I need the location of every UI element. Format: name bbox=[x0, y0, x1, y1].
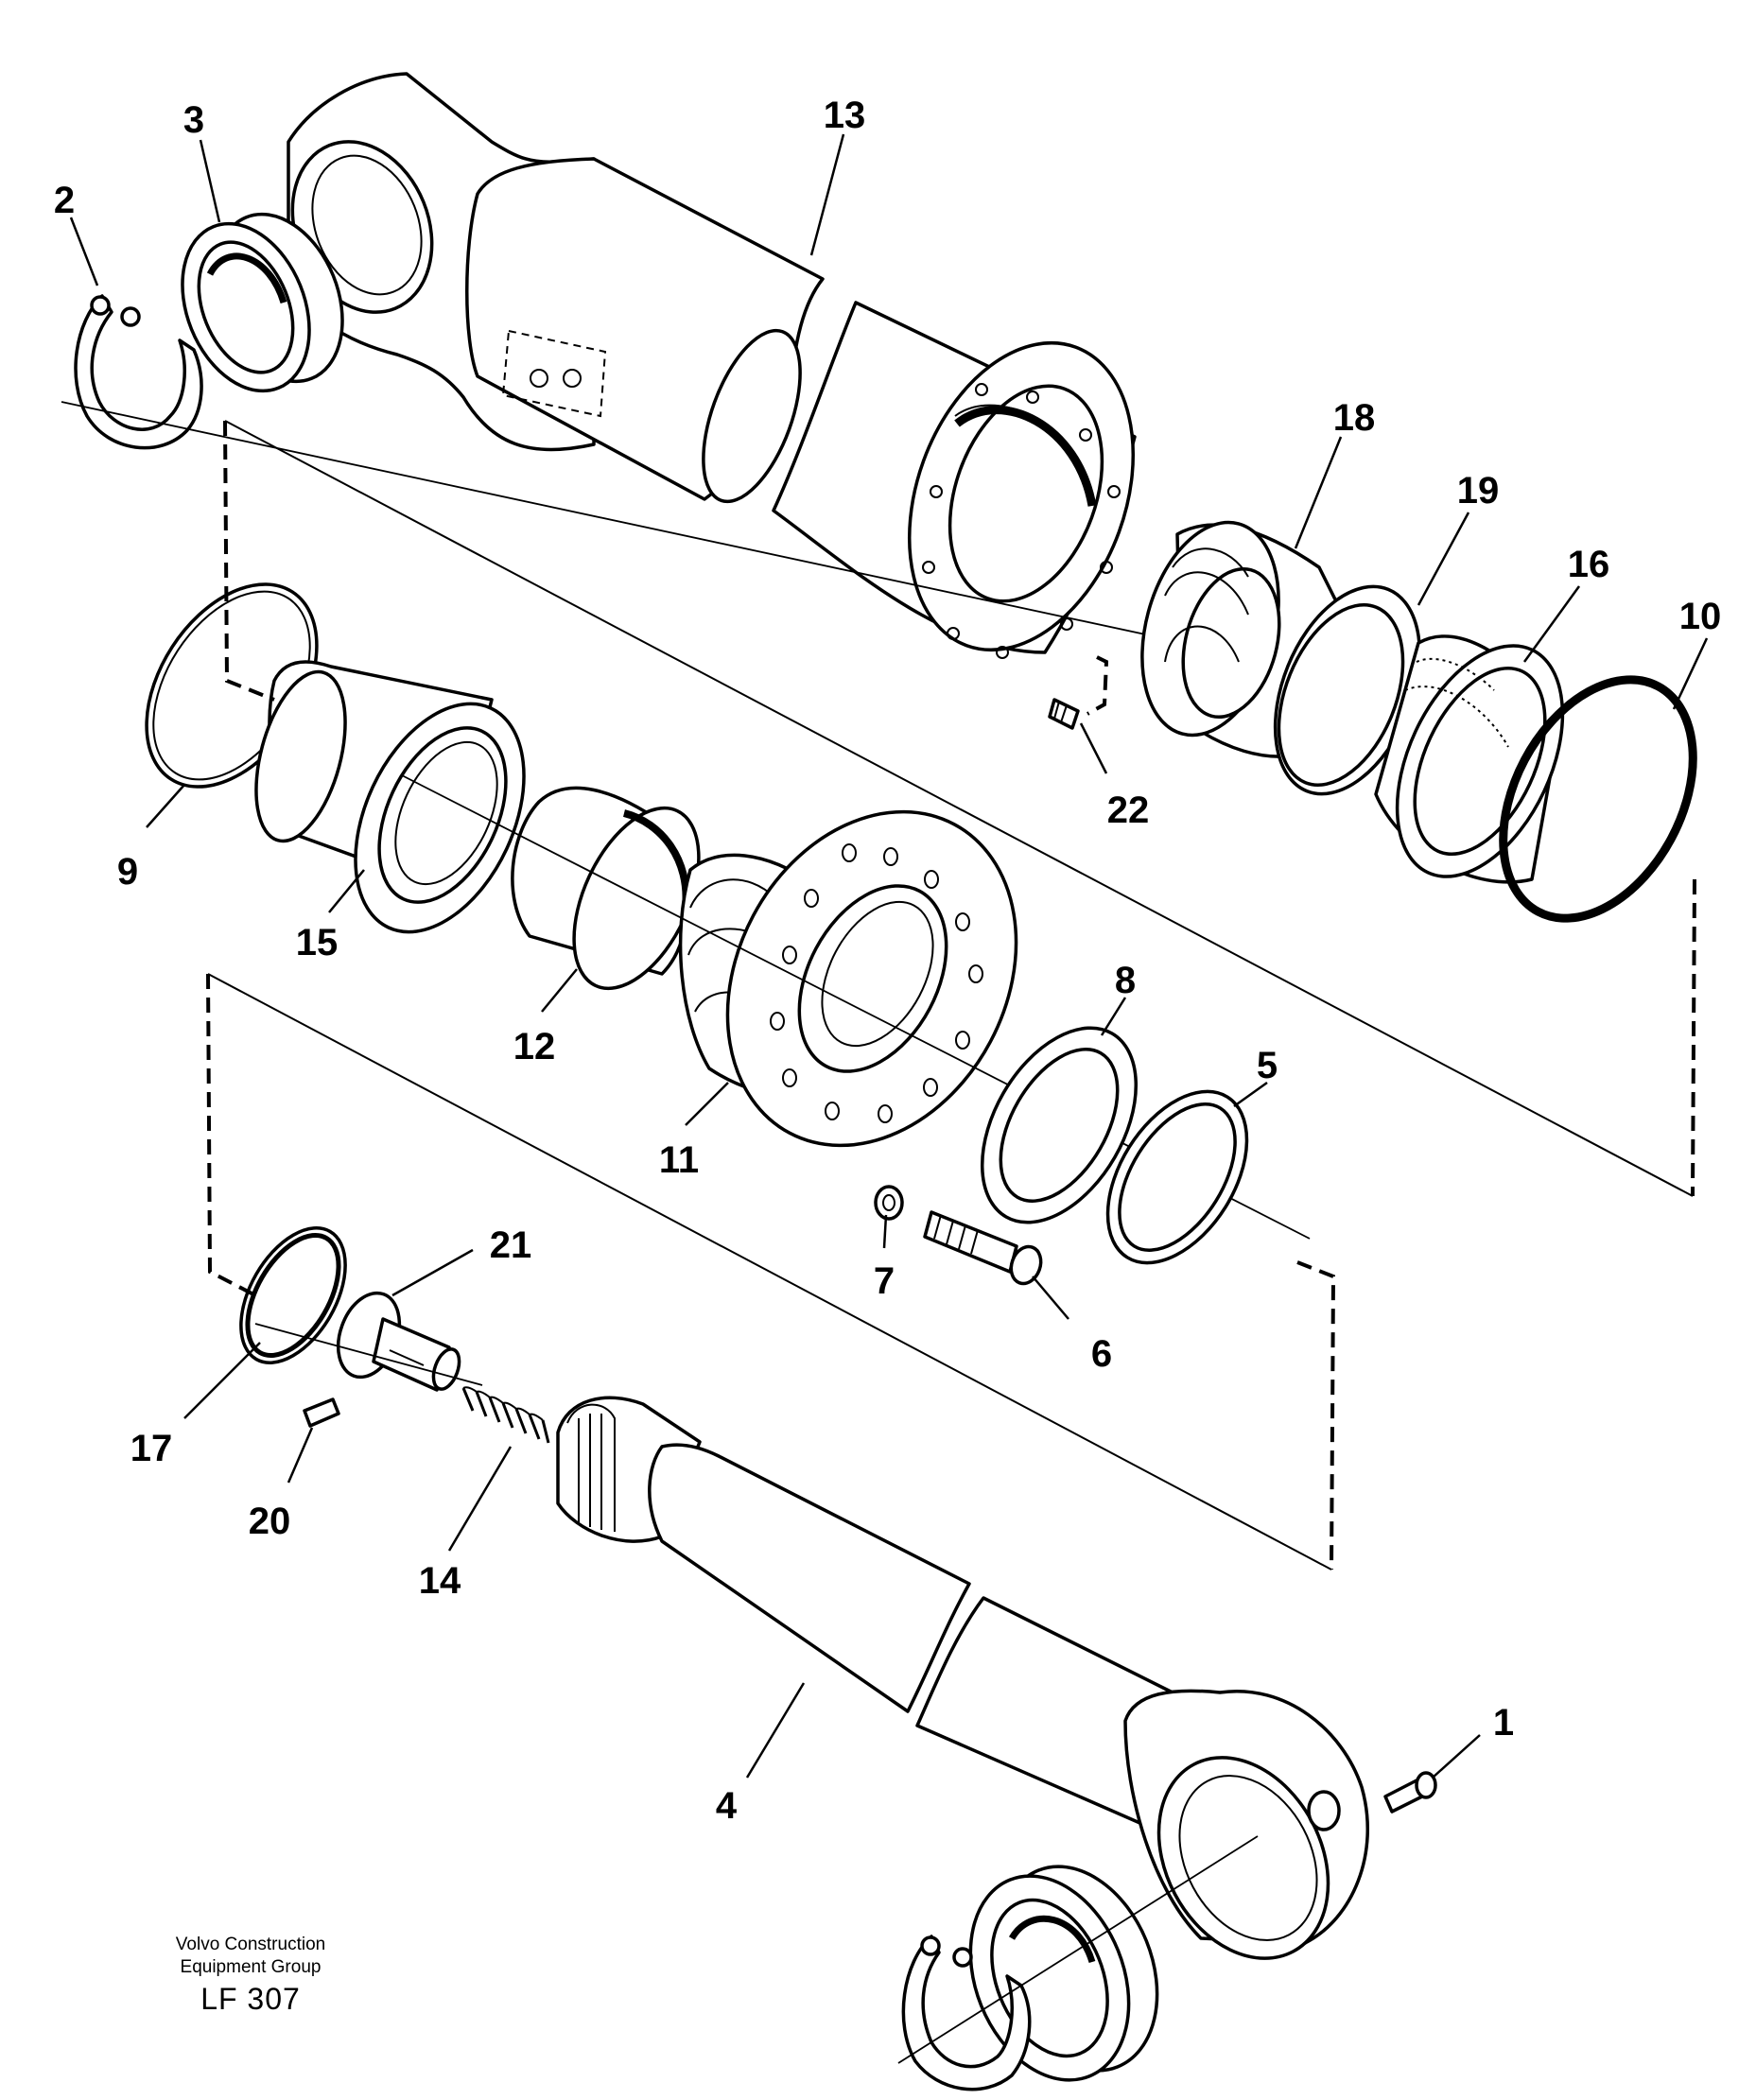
callout-9: 9 bbox=[117, 851, 138, 893]
callout-8: 8 bbox=[1115, 960, 1136, 1001]
part-7-washer bbox=[874, 1185, 904, 1221]
part-19-guide-ring bbox=[1273, 584, 1422, 796]
part-4-piston-rod bbox=[556, 1396, 1369, 1960]
callout-13: 13 bbox=[824, 95, 866, 136]
part-10-o-ring bbox=[1499, 675, 1697, 923]
callout-labels: 1 2 3 4 5 6 7 8 9 10 11 12 13 14 15 16 1… bbox=[54, 95, 1721, 1827]
part-22-set-screw bbox=[1048, 698, 1080, 730]
part-1-grease-nipple bbox=[1383, 1771, 1437, 1814]
part-20-pin bbox=[303, 1397, 340, 1428]
part-17-ring bbox=[239, 1226, 347, 1364]
dashed-reference-lines bbox=[206, 420, 1696, 1571]
part-21-valve bbox=[336, 1291, 461, 1392]
part-3-spherical-bearing bbox=[181, 212, 344, 393]
publisher-block: Volvo Construction Equipment Group bbox=[132, 1934, 369, 1979]
callout-20: 20 bbox=[249, 1501, 291, 1542]
callout-6: 6 bbox=[1091, 1333, 1112, 1375]
callout-11: 11 bbox=[659, 1139, 699, 1181]
axis-line-valve bbox=[254, 1323, 483, 1386]
part-11-cylinder-head bbox=[678, 809, 1018, 1148]
part-14-spring bbox=[461, 1386, 550, 1444]
part-12-bushing bbox=[511, 786, 701, 991]
part-13-cylinder-barrel bbox=[287, 72, 1137, 659]
callout-16: 16 bbox=[1568, 544, 1610, 585]
callout-17: 17 bbox=[130, 1428, 173, 1469]
callout-14: 14 bbox=[419, 1560, 461, 1602]
bottom-spherical-bearing bbox=[968, 1865, 1159, 2082]
callout-19: 19 bbox=[1457, 470, 1500, 512]
part-8-rod-seal bbox=[980, 1026, 1139, 1224]
callout-15: 15 bbox=[296, 922, 339, 963]
part-2-retaining-ring bbox=[74, 294, 203, 450]
drawing-code: LF 307 bbox=[200, 1982, 301, 2016]
callout-18: 18 bbox=[1333, 397, 1376, 439]
callout-1: 1 bbox=[1493, 1702, 1514, 1744]
callout-21: 21 bbox=[490, 1224, 532, 1266]
callout-2: 2 bbox=[54, 180, 75, 221]
publisher-line-1: Volvo Construction bbox=[175, 1935, 326, 1954]
part-15-flanged-bushing bbox=[254, 660, 526, 934]
callout-12: 12 bbox=[513, 1026, 556, 1067]
part-6-screw bbox=[923, 1210, 1043, 1286]
callout-3: 3 bbox=[183, 99, 204, 141]
callout-5: 5 bbox=[1257, 1045, 1278, 1086]
callout-22: 22 bbox=[1107, 790, 1150, 831]
part-16-piston-seal bbox=[1374, 634, 1565, 884]
callout-10: 10 bbox=[1679, 596, 1722, 637]
callout-7: 7 bbox=[874, 1260, 895, 1302]
leader-lines bbox=[69, 133, 1709, 1779]
axis-line-bottom bbox=[897, 1835, 1259, 2064]
axis-line-top bbox=[61, 401, 1230, 653]
publisher-line-2: Equipment Group bbox=[180, 1957, 322, 1977]
callout-4: 4 bbox=[716, 1785, 738, 1827]
part-5-wiper-ring bbox=[1105, 1089, 1249, 1265]
